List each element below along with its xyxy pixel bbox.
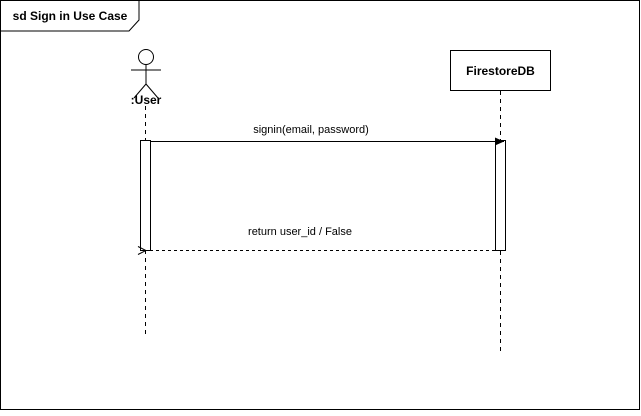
message-return-label: return user_id / False (248, 226, 352, 238)
activation-bar-user (140, 140, 151, 251)
participant-db-label: FirestoreDB (466, 64, 535, 78)
participant-user-label: :User (131, 93, 162, 107)
activation-bar-db (495, 140, 506, 251)
message-signin-label: signin(email, password) (253, 124, 369, 136)
frame-title-tab (0, 0, 140, 32)
participant-db-box (450, 50, 551, 91)
actor-icon (131, 49, 161, 99)
frame-title: sd Sign in Use Case (13, 9, 128, 23)
